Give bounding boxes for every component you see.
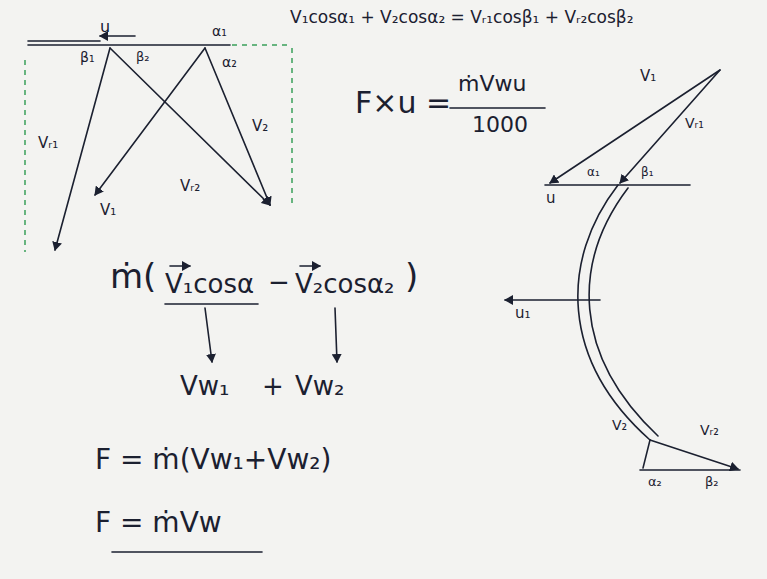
velocity-label: u [546,190,556,207]
equation: Vw₂ [295,372,344,401]
equation: ) [405,258,418,295]
angle-label: α₂ [648,475,662,489]
equation: F = ṁ(Vw₁+Vw₂) [95,445,332,476]
velocity-label: V₂ [252,118,268,135]
angle-label: β₂ [136,50,150,64]
velocity-label: V₁ [100,202,116,219]
angle-label: β₁ [80,50,95,65]
velocity-label: Vᵣ₁ [685,116,704,131]
velocity-label: Vᵣ₂ [180,178,200,195]
velocity-label: Vᵣ₁ [38,135,58,152]
equation: Vw₁ [180,372,229,401]
equation: F×u = [355,86,451,119]
equation: V₁cosα [165,270,254,299]
velocity-label: Vᵣ₂ [700,423,719,438]
velocity-label: V₂ [612,418,627,433]
equation: 1000 [472,113,528,137]
angle-label: β₁ [641,166,653,179]
velocity-label: u [100,18,110,36]
equation: − [268,268,290,297]
angle-label: β₂ [705,475,719,489]
angle-label: α₁ [587,166,600,179]
angle-label: α₂ [222,55,237,70]
equation: F = ṁVw [95,508,222,539]
velocity-label: V₁ [640,68,656,85]
equation: V₁cosα₁ + V₂cosα₂ = Vᵣ₁cosβ₁ + Vᵣ₂cosβ₂ [290,8,634,27]
velocity-label: u₁ [515,305,531,322]
equation: V₂cosα₂ [295,270,395,299]
equation: + [262,372,284,401]
equation: ṁ( [110,258,156,295]
equation: ṁVwu [458,72,526,96]
angle-label: α₁ [212,24,227,39]
